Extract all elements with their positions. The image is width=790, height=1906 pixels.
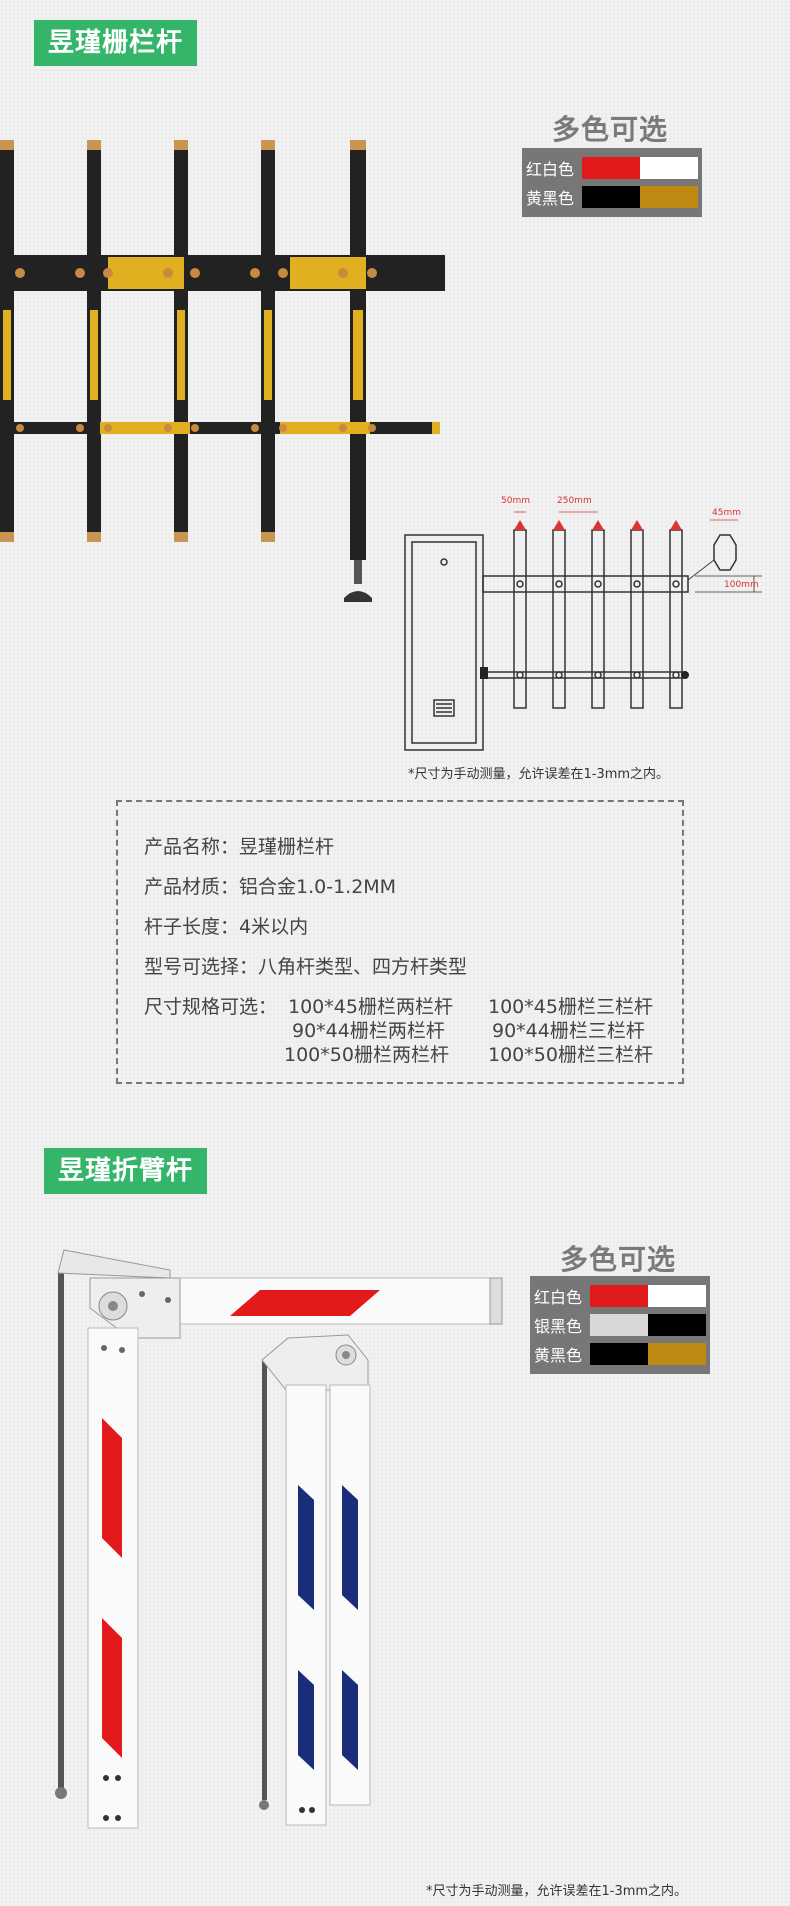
color-swatch-white [640, 157, 698, 179]
spec-length: 杆子长度：4米以内 [144, 916, 309, 938]
color-option-label: 红白色 [534, 1288, 583, 1307]
spec-name: 产品名称：昱瑾栅栏杆 [144, 836, 335, 858]
color-swatch-yellow [640, 186, 698, 208]
color-options-2: 红白色 银黑色 黄黑色 [530, 1276, 710, 1374]
spec-size-item: 100*45栅栏三栏杆 [488, 996, 653, 1018]
folding-arm-image-open [55, 1249, 503, 1829]
color-option-label: 黄黑色 [526, 189, 575, 208]
fence-technical-drawing [404, 511, 762, 751]
folding-arm-image-folded [259, 1334, 371, 1826]
section-title-folding-arm: 昱瑾折臂杆 [44, 1148, 208, 1194]
dim-100mm: 100mm [724, 580, 759, 590]
spec-size-item: 100*50栅栏两栏杆 [284, 1044, 449, 1066]
color-option-row: 红白色 [526, 155, 698, 181]
color-swatch-white [648, 1285, 706, 1307]
measurement-note-1: *尺寸为手动测量，允许误差在1-3mm之内。 [408, 767, 670, 782]
dim-50mm: 50mm [501, 496, 530, 506]
colors-title-1: 多色可选 [552, 113, 669, 146]
color-swatch-red [582, 157, 640, 179]
spec-size-item: 100*45栅栏两栏杆 [288, 996, 453, 1018]
spec-size-item: 90*44栅栏三栏杆 [492, 1020, 645, 1042]
colors-title-2: 多色可选 [560, 1243, 677, 1276]
color-option-label: 银黑色 [534, 1317, 583, 1336]
color-options-1: 红白色 黄黑色 [522, 148, 702, 217]
spec-size-item: 100*50栅栏三栏杆 [488, 1044, 653, 1066]
section-title-fence-barrier: 昱瑾栅栏杆 [34, 20, 198, 66]
fence-barrier-image [0, 140, 445, 602]
color-option-row: 黄黑色 [534, 1341, 706, 1367]
color-swatch-red [590, 1285, 648, 1307]
color-option-row: 银黑色 [534, 1312, 706, 1338]
color-swatch-silver [590, 1314, 648, 1336]
color-swatch-yellow [648, 1343, 706, 1365]
color-option-row: 黄黑色 [526, 184, 698, 210]
color-swatch-black [590, 1343, 648, 1365]
spec-size-item: 90*44栅栏两栏杆 [292, 1020, 445, 1042]
color-option-row: 红白色 [534, 1283, 706, 1309]
spec-box: 产品名称：昱瑾栅栏杆 产品材质：铝合金1.0-1.2MM 杆子长度：4米以内 型… [116, 800, 684, 1084]
spec-model: 型号可选择：八角杆类型、四方杆类型 [144, 956, 468, 978]
color-option-label: 红白色 [526, 160, 575, 179]
measurement-note-2: *尺寸为手动测量，允许误差在1-3mm之内。 [426, 1884, 688, 1899]
color-swatch-black [648, 1314, 706, 1336]
spec-material: 产品材质：铝合金1.0-1.2MM [144, 876, 397, 898]
spec-size-label: 尺寸规格可选： [144, 996, 278, 1018]
dim-250mm: 250mm [557, 496, 592, 506]
color-swatch-black [582, 186, 640, 208]
color-option-label: 黄黑色 [534, 1346, 583, 1365]
dim-45mm: 45mm [712, 508, 741, 518]
